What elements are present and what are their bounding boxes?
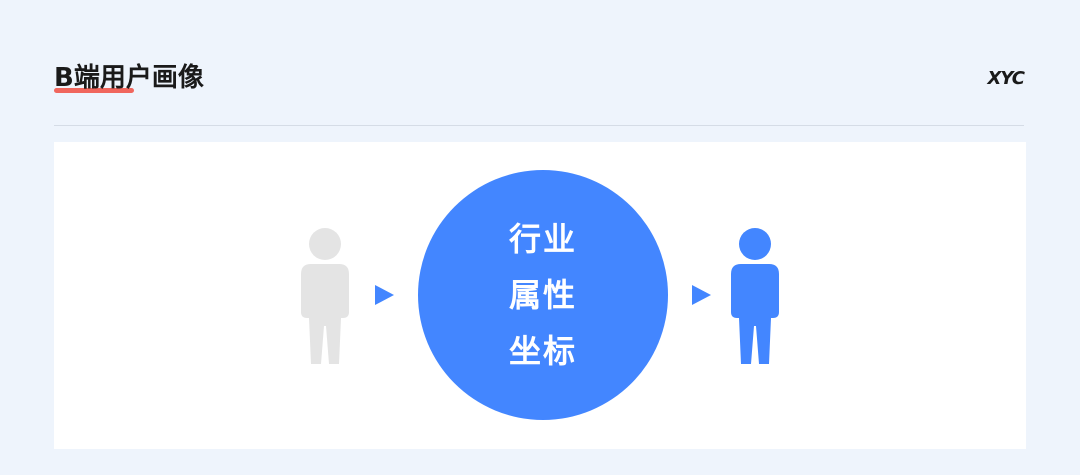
person-gray-icon <box>299 226 351 366</box>
brand-logo: XYC <box>987 68 1025 89</box>
triangle-right-icon <box>690 284 712 310</box>
header-divider <box>54 125 1024 126</box>
center-circle: 行业 属性 坐标 <box>418 170 668 420</box>
page-title-text: B端用户画像 <box>54 63 204 93</box>
diagram-panel: 行业 属性 坐标 <box>54 142 1026 449</box>
center-line-1: 行业 <box>508 220 577 258</box>
person-blue-icon <box>729 226 781 366</box>
title-underline <box>54 88 134 93</box>
triangle-right-icon <box>373 284 395 310</box>
page-title: B端用户画像 <box>54 60 204 96</box>
center-line-3: 坐标 <box>508 332 577 370</box>
center-line-2: 属性 <box>508 276 577 314</box>
